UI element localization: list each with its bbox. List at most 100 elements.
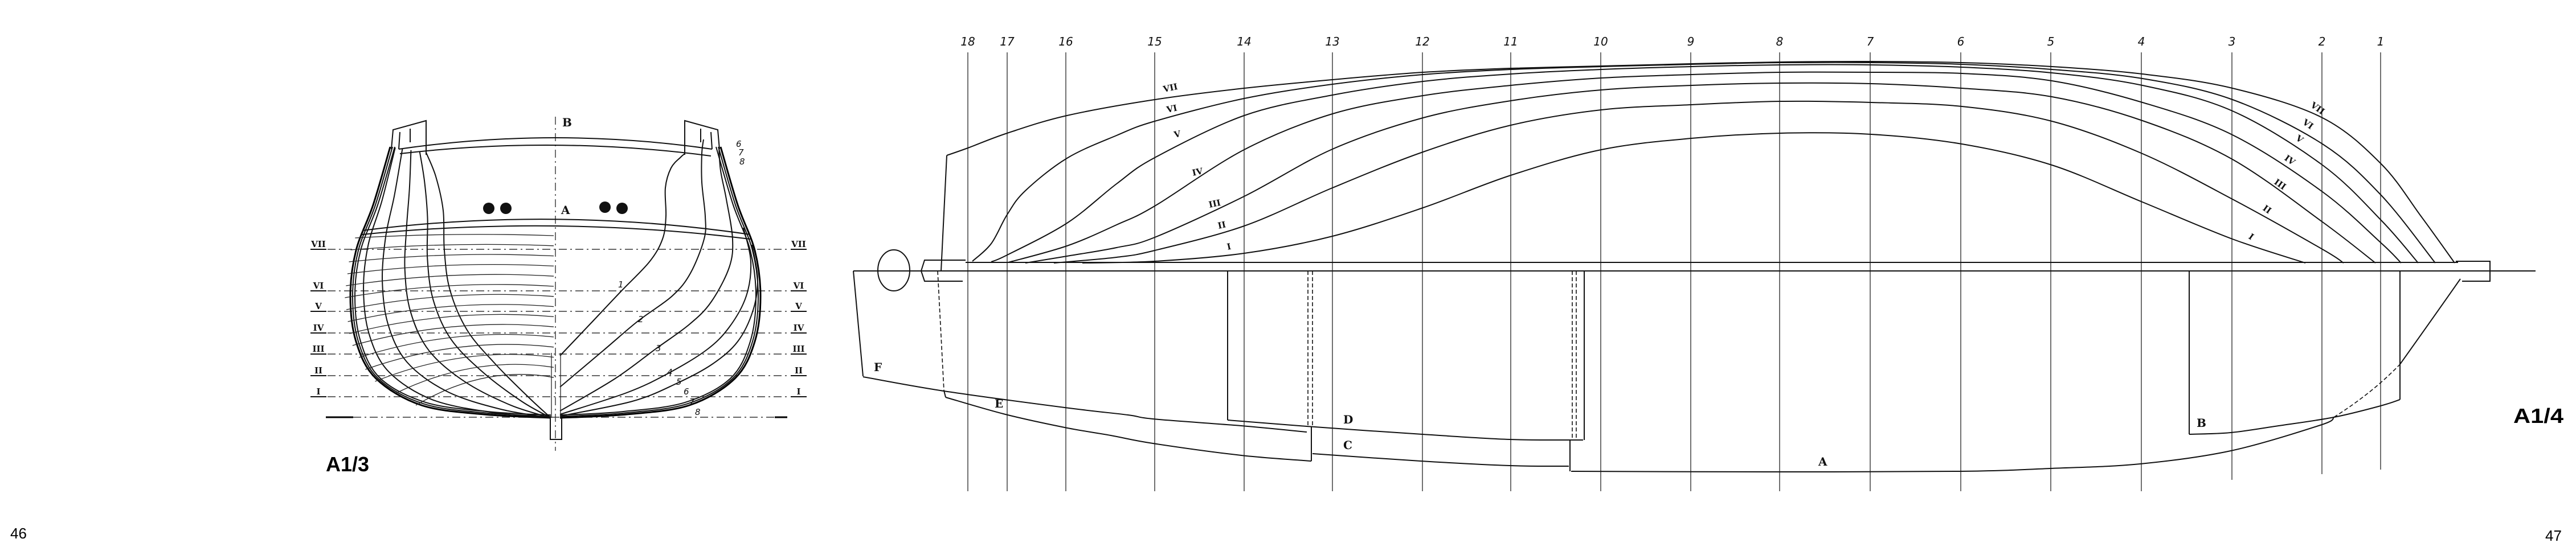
section-number: 4 [667, 367, 673, 377]
waterline-label-right: VII [791, 239, 806, 249]
body-diagonal-line [350, 244, 554, 250]
station-number: 14 [1237, 35, 1251, 48]
waterline-label-left: IV [313, 323, 324, 333]
station-number: 6 [1957, 35, 1965, 48]
waterline-label-right: VI [793, 281, 804, 291]
waterline-label-left: VII [1162, 81, 1179, 94]
station-number: 2 [2319, 35, 2326, 48]
waterline-label-right: II [795, 365, 803, 376]
station-number: 17 [1000, 35, 1015, 48]
section-number: 6 [684, 386, 689, 397]
piece-b-bottom [2189, 399, 2401, 435]
stern-post-f [853, 270, 864, 377]
body-plan-title: A1/3 [326, 453, 369, 476]
waterline-label-left: VI [1165, 102, 1178, 115]
oar-port-dot [616, 203, 628, 214]
waterline-curve [1053, 100, 2344, 264]
label-b: B [562, 116, 572, 129]
keel-a-hidden [2333, 364, 2401, 418]
bulwark-left-strakes [398, 129, 411, 150]
waterline-label-left: III [312, 344, 324, 354]
waterline-label-right: VI [2300, 117, 2315, 131]
transom-line [941, 155, 947, 272]
deck-line [362, 225, 751, 240]
section-line-right [559, 227, 752, 415]
body-diagonal-line [358, 334, 554, 358]
keel-stub [550, 418, 562, 440]
waterline-curve [972, 61, 2436, 264]
hull-outline-right [559, 146, 759, 417]
body-diagonal-line [345, 284, 554, 298]
body-diagonal-line [415, 374, 554, 406]
section-line-left [382, 149, 551, 418]
waterline-label-right: VII [2308, 100, 2326, 117]
waterline-label-right: V [2293, 133, 2305, 145]
waterline-curve [991, 64, 2419, 264]
keel-line-lower-e [945, 397, 1312, 462]
section-line-right [559, 244, 759, 417]
body-diagonal-line [355, 234, 554, 238]
page-number-left: 46 [10, 525, 27, 542]
station-number: 7 [1867, 35, 1874, 48]
body-diagonal-line [395, 364, 554, 394]
station-number: 1 [2377, 35, 2385, 48]
body-diagonal-line [347, 304, 554, 322]
station-number: 3 [2229, 35, 2236, 48]
waterline-label-right: V [795, 301, 802, 311]
waterline-label-right: IV [794, 323, 804, 333]
deck-line [362, 219, 751, 235]
part-label-d: D [1343, 413, 1353, 426]
body-diagonal-line [349, 254, 554, 262]
stern-block [920, 260, 966, 282]
piece-d-bottom [1227, 419, 1584, 441]
waterline-label-left: IV [1191, 166, 1204, 178]
keel-step [943, 390, 946, 398]
bulwark-left [391, 120, 427, 155]
section-number: 1 [618, 279, 624, 290]
station-number: 9 [1687, 35, 1695, 48]
waterline-label-left: VI [313, 281, 324, 291]
body-diagonal-line [352, 324, 554, 346]
waterline-label-right: I [796, 386, 800, 397]
oar-port-dot [599, 201, 611, 213]
piece-c-bottom [1312, 453, 1569, 467]
keel-line-upper-e [862, 376, 1307, 433]
station-number: 11 [1503, 35, 1518, 48]
section-number: 8 [695, 407, 701, 417]
part-label-a: A [1818, 455, 1827, 468]
station-number: 13 [1325, 35, 1339, 48]
section-number-top: 6 [736, 139, 742, 149]
station-number: 8 [1776, 35, 1784, 48]
waterline-label-left: I [316, 386, 320, 397]
section-line-left [363, 147, 551, 418]
sheer-line [398, 137, 713, 150]
station-number: 16 [1058, 35, 1073, 48]
waterline-curve [1025, 82, 2376, 264]
waterline-label-left: V [1172, 129, 1181, 140]
waterline-label-left: II [1217, 219, 1226, 231]
section-line-right [559, 139, 706, 388]
hull-outline-right [559, 146, 762, 419]
waterline-label-left: I [1226, 241, 1232, 252]
section-number-top: 7 [738, 147, 744, 158]
station-number: 10 [1593, 35, 1608, 48]
body-diagonal-line [365, 344, 554, 370]
section-number: 3 [656, 343, 661, 353]
station-number: 12 [1415, 35, 1429, 48]
body-diagonal-line [346, 294, 554, 310]
section-number: 5 [676, 377, 682, 387]
section-line-right [559, 153, 685, 356]
body-diagonal-line [346, 274, 554, 286]
part-label-e: E [995, 397, 1003, 410]
waterline-label-left: VII [310, 239, 326, 249]
waterline-label-left: III [1208, 198, 1221, 210]
waterline-label-right: II [2261, 203, 2274, 216]
waterline-label-right: III [2272, 177, 2288, 192]
part-label-b: B [2197, 416, 2206, 430]
profile-title: A1/4 [2513, 404, 2563, 427]
waterline-label-left: II [314, 365, 322, 376]
sheer-line [399, 144, 712, 157]
label-a: A [561, 203, 570, 217]
section-line-left [404, 150, 551, 418]
